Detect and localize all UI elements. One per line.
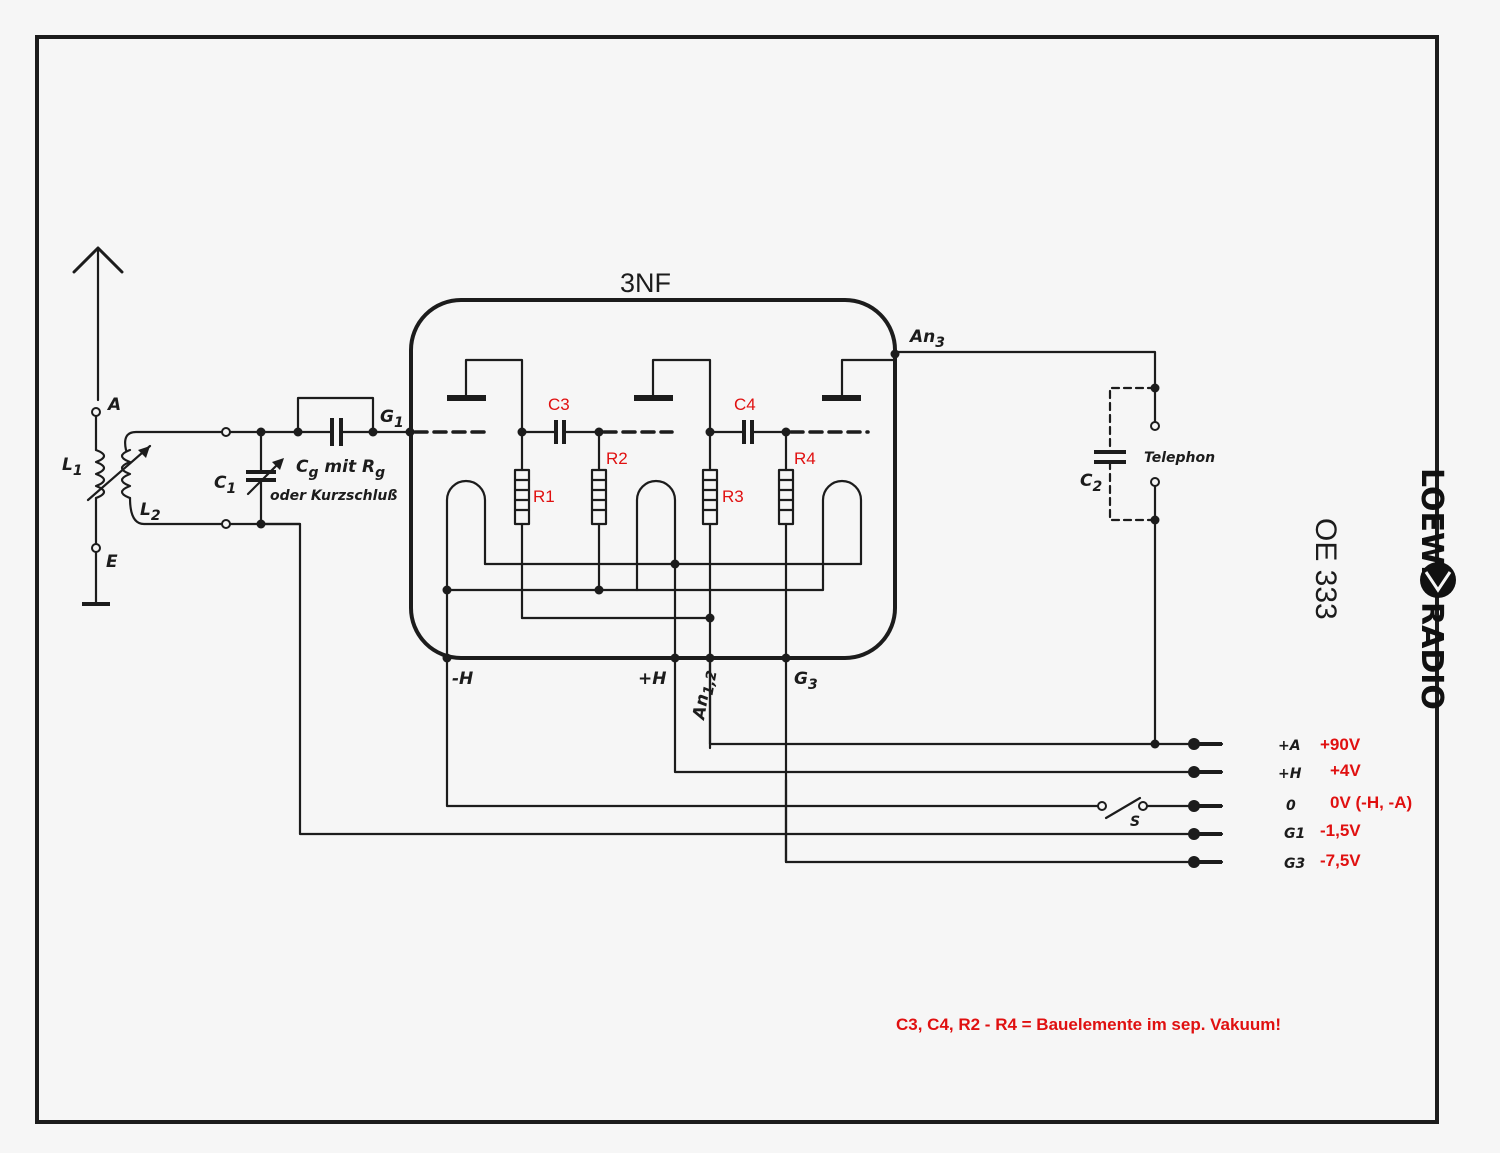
label-e: E (106, 552, 118, 572)
svg-text:C1: C1 (214, 473, 236, 497)
telephone-label: Telephon (1144, 450, 1215, 466)
switch-terminal-right (1138, 801, 1148, 811)
voltage-g3: -7,5V (1320, 851, 1361, 870)
terminal-plus-a: +A (1278, 738, 1301, 754)
svg-text:C2: C2 (1080, 471, 1102, 495)
logo-text-radio: RADIO (1414, 602, 1449, 710)
logo-emblem-icon (1424, 571, 1452, 593)
tube-envelope (409, 298, 897, 660)
terminal-g3: G3 (1284, 856, 1305, 872)
svg-text:G1: G1 (380, 407, 404, 431)
svg-text:Cg mit Rg: Cg mit Rg (296, 457, 385, 481)
label-c3: C3 (548, 395, 570, 414)
terminal-g1: G1 (1284, 826, 1305, 842)
terminal-a (91, 407, 101, 417)
coil-l1 (94, 448, 106, 500)
terminal-zero: 0 (1286, 798, 1296, 814)
switch-label: S (1130, 814, 1140, 830)
terminal-plus-h: +H (1278, 766, 1302, 782)
voltage-plus-a: +90V (1320, 735, 1361, 754)
pin-plus-h: +H (638, 669, 666, 689)
svg-text:L1: L1 (62, 455, 83, 479)
resistor-r1 (513, 468, 531, 526)
coil-l2 (120, 448, 132, 500)
pin-minus-h: -H (452, 669, 473, 689)
voltage-zero: 0V (-H, -A) (1330, 793, 1412, 812)
telephone-terminal-top (1150, 421, 1160, 431)
switch-terminal-left (1097, 801, 1107, 811)
terminal-input-top (221, 427, 231, 437)
label-r4: R4 (794, 449, 816, 468)
voltage-plus-h: +4V (1330, 761, 1361, 780)
model-name: OE 333 (1309, 518, 1342, 620)
tube-name: 3NF (620, 268, 671, 298)
variable-coupling-arrow (86, 444, 152, 502)
filament-3 (821, 479, 863, 582)
vacuum-note: C3, C4, R2 - R4 = Bauelemente im sep. Va… (896, 1015, 1281, 1034)
label-grid-cap-alt: oder Kurzschluß (270, 488, 397, 504)
label-r2: R2 (606, 449, 628, 468)
label-c4: C4 (734, 395, 756, 414)
label-a: A (106, 395, 121, 415)
filament-2 (635, 479, 677, 566)
switch-s (1104, 796, 1142, 820)
filament-1 (445, 479, 487, 592)
svg-text:G3: G3 (794, 669, 818, 693)
loewe-radio-logo: LOEWE RADIO (1414, 468, 1456, 710)
svg-text:An3: An3 (908, 327, 945, 351)
svg-text:L2: L2 (140, 500, 161, 524)
resistor-r3 (701, 468, 719, 526)
terminal-input-bottom (221, 519, 231, 529)
resistor-r2 (590, 468, 608, 526)
label-r1: R1 (533, 487, 555, 506)
antenna-symbol (72, 246, 124, 402)
telephone-terminal-bottom (1150, 477, 1160, 487)
svg-text:An1,2: An1,2 (689, 668, 721, 723)
resistor-r4 (777, 468, 795, 526)
label-r3: R3 (722, 487, 744, 506)
drawing-frame (35, 35, 1439, 1124)
voltage-g1: -1,5V (1320, 821, 1361, 840)
terminal-e (91, 543, 101, 553)
supply-plugs (1188, 738, 1222, 868)
